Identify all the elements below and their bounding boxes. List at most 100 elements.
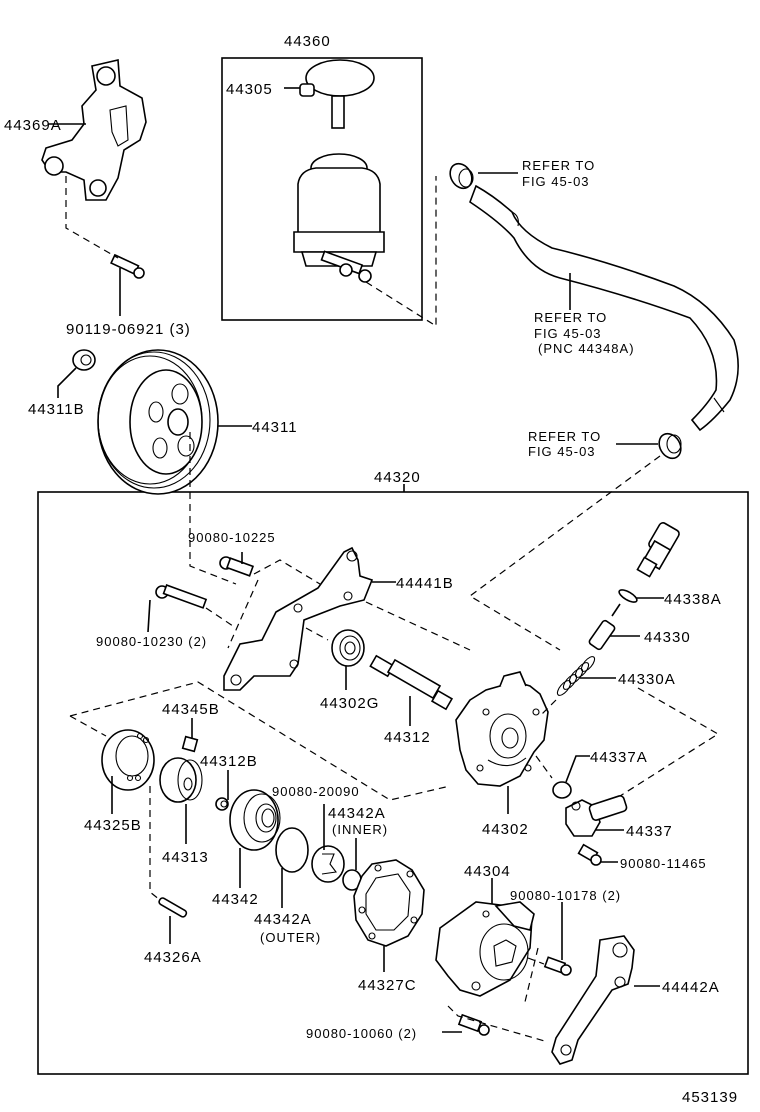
housing-stay-dashline (447, 1005, 549, 1043)
label-plate-bracket: 44441B (396, 575, 454, 592)
label-cam-ring: 44325B (84, 817, 142, 834)
bearing-part[interactable] (331, 629, 365, 667)
bolt-upper-part[interactable] (219, 556, 255, 577)
label-side-plate: 44342 (212, 891, 259, 908)
label-pump-body: 44302 (482, 821, 529, 838)
union-fitting-part[interactable] (636, 521, 680, 578)
side-plate-part[interactable] (229, 789, 281, 851)
spring-body-dashline (539, 699, 557, 717)
label-refer-hose-1: REFER TO (534, 310, 607, 325)
retaining-clip-part[interactable] (311, 845, 345, 883)
label-refer-top-1: REFER TO (522, 158, 595, 173)
label-vane: 44345B (162, 701, 220, 718)
cartridge-dashline-left (69, 715, 107, 737)
label-valve-spring: 44330A (618, 671, 676, 688)
rear-bolt-part[interactable] (543, 956, 572, 976)
switch-bolt-part[interactable] (577, 843, 602, 866)
label-inner-oring: 44342A (328, 805, 386, 822)
label-pump-group: 44320 (374, 469, 421, 486)
label-stay: 44442A (662, 979, 720, 996)
outer-oring-part[interactable] (275, 827, 309, 873)
label-pressure-switch: 44337 (626, 823, 673, 840)
cartridge-dashline (69, 681, 451, 801)
pin-dashline (149, 786, 161, 901)
label-straight-pin: 44326A (144, 949, 202, 966)
straight-pin-part[interactable] (158, 897, 188, 918)
shaft-part[interactable] (369, 654, 454, 711)
bracket-bolt-dashline (65, 176, 119, 259)
hose-clamp-bottom[interactable] (655, 430, 685, 463)
label-union-oring: 44338A (664, 591, 722, 608)
label-sensor-oring: 44337A (590, 749, 648, 766)
label-outer-oring: 44342A (254, 911, 312, 928)
return-hose-part[interactable] (469, 184, 739, 432)
hose-pump-dashline (468, 455, 661, 651)
housing-dashline (523, 947, 539, 1007)
vane-part[interactable] (181, 735, 199, 753)
gasket-part[interactable] (353, 859, 425, 947)
label-side-plate-pin: 90080-20090 (272, 784, 360, 799)
plate-bracket-part[interactable] (223, 546, 374, 691)
bolt-lower-leader (147, 599, 151, 633)
reservoir-cap-part[interactable] (299, 59, 375, 129)
label-pulley: 44311 (252, 419, 298, 436)
label-reservoir-group: 44360 (284, 33, 331, 50)
label-flow-valve: 44330 (644, 629, 691, 646)
label-figure-number: 453139 (682, 1089, 738, 1106)
label-bolt-lower: 90080-10230 (2) (96, 634, 207, 649)
rear-bolt-dashline (527, 957, 545, 965)
label-bolt-upper: 90080-10225 (188, 530, 276, 545)
label-snap-ring: 44312B (200, 753, 258, 770)
label-bracket: 44369A (4, 117, 62, 134)
label-shaft: 44312 (384, 729, 431, 746)
label-rotor: 44313 (162, 849, 209, 866)
pump-body-part[interactable] (455, 671, 549, 787)
switch-dashline (619, 687, 720, 797)
bolt-lower-part[interactable] (155, 584, 208, 609)
pulley-part[interactable] (97, 349, 219, 495)
bearing-dashline (305, 627, 329, 641)
reservoir-hose-dashline (365, 176, 437, 328)
flow-valve-part[interactable] (588, 603, 621, 651)
pressure-switch-part[interactable] (565, 795, 628, 837)
plate-dashline (227, 579, 259, 649)
pulley-nut-part[interactable] (72, 349, 96, 371)
label-outer-note: (OUTER) (260, 930, 321, 945)
label-housing-bolt: 90080-10060 (2) (306, 1026, 417, 1041)
housing-bolt-part[interactable] (457, 1013, 490, 1036)
reservoir-group-frame (221, 57, 423, 321)
label-switch-bolt: 90080-11465 (620, 856, 707, 871)
union-oring-part[interactable] (617, 588, 638, 605)
pulley-nut-leader (57, 367, 77, 398)
snap-ring-part[interactable] (215, 797, 229, 811)
label-bracket-bolt: 90119-06921 (3) (66, 321, 191, 338)
label-pulley-nut: 44311B (28, 401, 85, 418)
bolt-upper-dashline (253, 559, 331, 591)
cam-ring-part[interactable] (101, 729, 155, 791)
reservoir-tank-part[interactable] (293, 153, 385, 283)
bolt-lower-dashline (205, 607, 237, 629)
sensor-oring-part[interactable] (552, 781, 572, 799)
plate-pump-dashline (365, 601, 471, 651)
stay-part[interactable] (551, 935, 635, 1065)
sensor-oring-leader (565, 755, 590, 783)
pump-assembly-frame (37, 491, 749, 1075)
oring-dashline (535, 755, 553, 779)
label-rear-bolt: 90080-10178 (2) (510, 888, 621, 903)
rotor-part[interactable] (159, 757, 203, 803)
hose-clamp-top[interactable] (446, 160, 476, 193)
bracket-part[interactable] (41, 59, 147, 201)
label-bearing: 44302G (320, 695, 379, 712)
label-rear-housing: 44304 (464, 863, 511, 880)
label-refer-hose-2: FIG 45-03 (534, 326, 602, 341)
label-inner-note: (INNER) (332, 822, 388, 837)
bracket-bolt-part[interactable] (110, 253, 145, 279)
pulley-dashline (189, 432, 237, 585)
label-refer-top-2: FIG 45-03 (522, 174, 590, 189)
valve-spring-part[interactable] (555, 655, 597, 698)
label-refer-clamp-1: REFER TO (528, 429, 601, 444)
rear-housing-part[interactable] (435, 901, 535, 997)
label-reservoir-cap: 44305 (226, 81, 273, 98)
